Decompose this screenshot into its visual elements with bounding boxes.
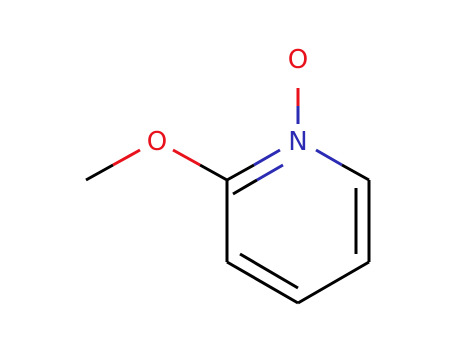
bond-c2-n-double [226, 148, 284, 196]
bond-c2-methoxy-o [172, 148, 228, 182]
atom-labels: O N O [147, 45, 308, 157]
atom-ring-nitrogen: N [288, 127, 307, 157]
bond-methoxy-o-ch3 [85, 148, 141, 182]
bond-c6-c5-double [354, 180, 371, 262]
atom-oxide-oxygen: O [288, 45, 308, 75]
bonds [85, 88, 371, 305]
bond-c4-c3-double [226, 252, 299, 305]
bond-c5-c4 [297, 260, 370, 305]
atom-methoxy-oxygen: O [147, 127, 167, 157]
bond-n-c6 [315, 148, 370, 182]
